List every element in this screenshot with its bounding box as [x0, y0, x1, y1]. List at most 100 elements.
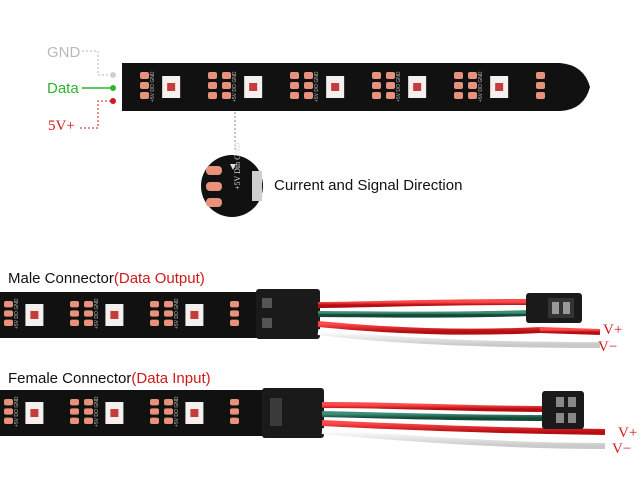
solder-pad — [290, 72, 299, 79]
female-title-main: Female Connector — [8, 370, 132, 387]
solder-pad — [84, 319, 93, 326]
solder-pad — [164, 310, 173, 317]
strip-segment: +5V DO GND — [4, 396, 79, 427]
solder-pad — [222, 72, 231, 79]
data-label: Data — [47, 80, 79, 97]
strip-segment: +5V DO GND — [386, 71, 463, 102]
magnifier: +5V Din GND — [201, 142, 263, 217]
strip-segment: +5V DO GND — [84, 396, 159, 427]
led-core — [190, 409, 199, 417]
solder-pad — [140, 92, 149, 99]
solder-pad — [386, 72, 395, 79]
pin-text: +5V DO GND — [174, 396, 180, 427]
male-title-main: Male Connector — [8, 270, 114, 287]
solder-pad — [4, 408, 13, 415]
solder-pad — [70, 417, 79, 424]
solder-pad — [372, 92, 381, 99]
solder-pad — [454, 82, 463, 89]
solder-pad — [290, 82, 299, 89]
solder-pad — [140, 82, 149, 89]
solder-pad — [164, 319, 173, 326]
led-core — [331, 83, 340, 91]
solder-pad — [372, 82, 381, 89]
solder-pad — [150, 408, 159, 415]
led-core — [110, 311, 119, 319]
solder-pad — [304, 82, 313, 89]
led-core — [495, 83, 504, 91]
pin-text: +5V DO GND — [150, 71, 156, 102]
solder-pad — [468, 72, 477, 79]
solder-pad — [386, 92, 395, 99]
solder-pad — [222, 92, 231, 99]
solder-pad — [4, 310, 13, 317]
solder-pad — [140, 72, 149, 79]
solder-pad — [222, 82, 231, 89]
solder-pad — [4, 319, 13, 326]
gnd-label: GND — [47, 44, 81, 61]
solder-pad — [70, 301, 79, 308]
led-core — [413, 83, 422, 91]
solder-pad — [70, 310, 79, 317]
solder-pad — [84, 310, 93, 317]
led-core — [30, 409, 39, 417]
male-title-paren: (Data Output) — [113, 270, 205, 287]
solder-pad — [70, 399, 79, 406]
female-strip: +5V DO GND +5V DO GND +5V DO GND — [0, 388, 606, 449]
solder-pad — [84, 417, 93, 424]
solder-pad — [208, 72, 217, 79]
solder-pad — [164, 417, 173, 424]
strip-segment: +5V DO GND — [140, 71, 217, 102]
strip-segment: +5V DO GND — [304, 71, 381, 102]
solder-pad — [468, 92, 477, 99]
pin-text: +5V DO GND — [314, 71, 320, 102]
vplus-label: 5V+ — [48, 118, 75, 134]
solder-pad — [164, 301, 173, 308]
solder-pad — [372, 72, 381, 79]
solder-pad — [230, 319, 239, 326]
solder-pad — [84, 301, 93, 308]
solder-pad — [164, 399, 173, 406]
solder-pad — [230, 301, 239, 308]
male-title: Male Connector(Data Output) — [8, 270, 205, 288]
top-strip: +5V DO GND +5V DO GND +5V DO GND +5V DO GND… — [122, 63, 590, 111]
female-title: Female Connector(Data Input) — [8, 370, 211, 388]
led-core — [110, 409, 119, 417]
solder-pad — [208, 92, 217, 99]
led-core — [167, 83, 176, 91]
solder-pad — [4, 301, 13, 308]
pin-text: +5V DO GND — [232, 71, 238, 102]
strip-segment: +5V DO GND — [222, 71, 299, 102]
strip-segment: +5V DO GND — [164, 298, 239, 329]
male-strip: +5V DO GND +5V DO GND +5V DO GND — [0, 289, 601, 348]
solder-pad — [230, 399, 239, 406]
solder-pad — [230, 408, 239, 415]
pin-text: +5V DO GND — [14, 298, 20, 329]
solder-pad — [304, 92, 313, 99]
pin-text: +5V DO GND — [94, 298, 100, 329]
strip-segment: +5V DO GND — [164, 396, 239, 427]
female-title-paren: (Data Input) — [131, 370, 211, 387]
pin-text: +5V DO GND — [478, 71, 484, 102]
solder-pad — [70, 319, 79, 326]
solder-pad — [208, 82, 217, 89]
mag-din-text: +5V Din GND — [233, 142, 242, 190]
solder-pad — [150, 417, 159, 424]
pin-text: +5V DO GND — [14, 396, 20, 427]
led-core — [249, 83, 258, 91]
solder-pad — [536, 72, 545, 79]
solder-pad — [230, 310, 239, 317]
solder-pad — [230, 417, 239, 424]
male-vplus-label: V+ — [603, 322, 623, 338]
strip-segment: +5V DO GND — [4, 298, 79, 329]
female-vminus-label: V− — [612, 441, 632, 457]
solder-pad — [290, 92, 299, 99]
legend-leaders — [80, 50, 116, 129]
solder-pad — [150, 399, 159, 406]
solder-pad — [150, 310, 159, 317]
pin-text: +5V DO GND — [94, 396, 100, 427]
solder-pad — [84, 399, 93, 406]
pin-text: +5V DO GND — [396, 71, 402, 102]
female-vplus-label: V+ — [618, 425, 638, 441]
solder-pad — [4, 417, 13, 424]
